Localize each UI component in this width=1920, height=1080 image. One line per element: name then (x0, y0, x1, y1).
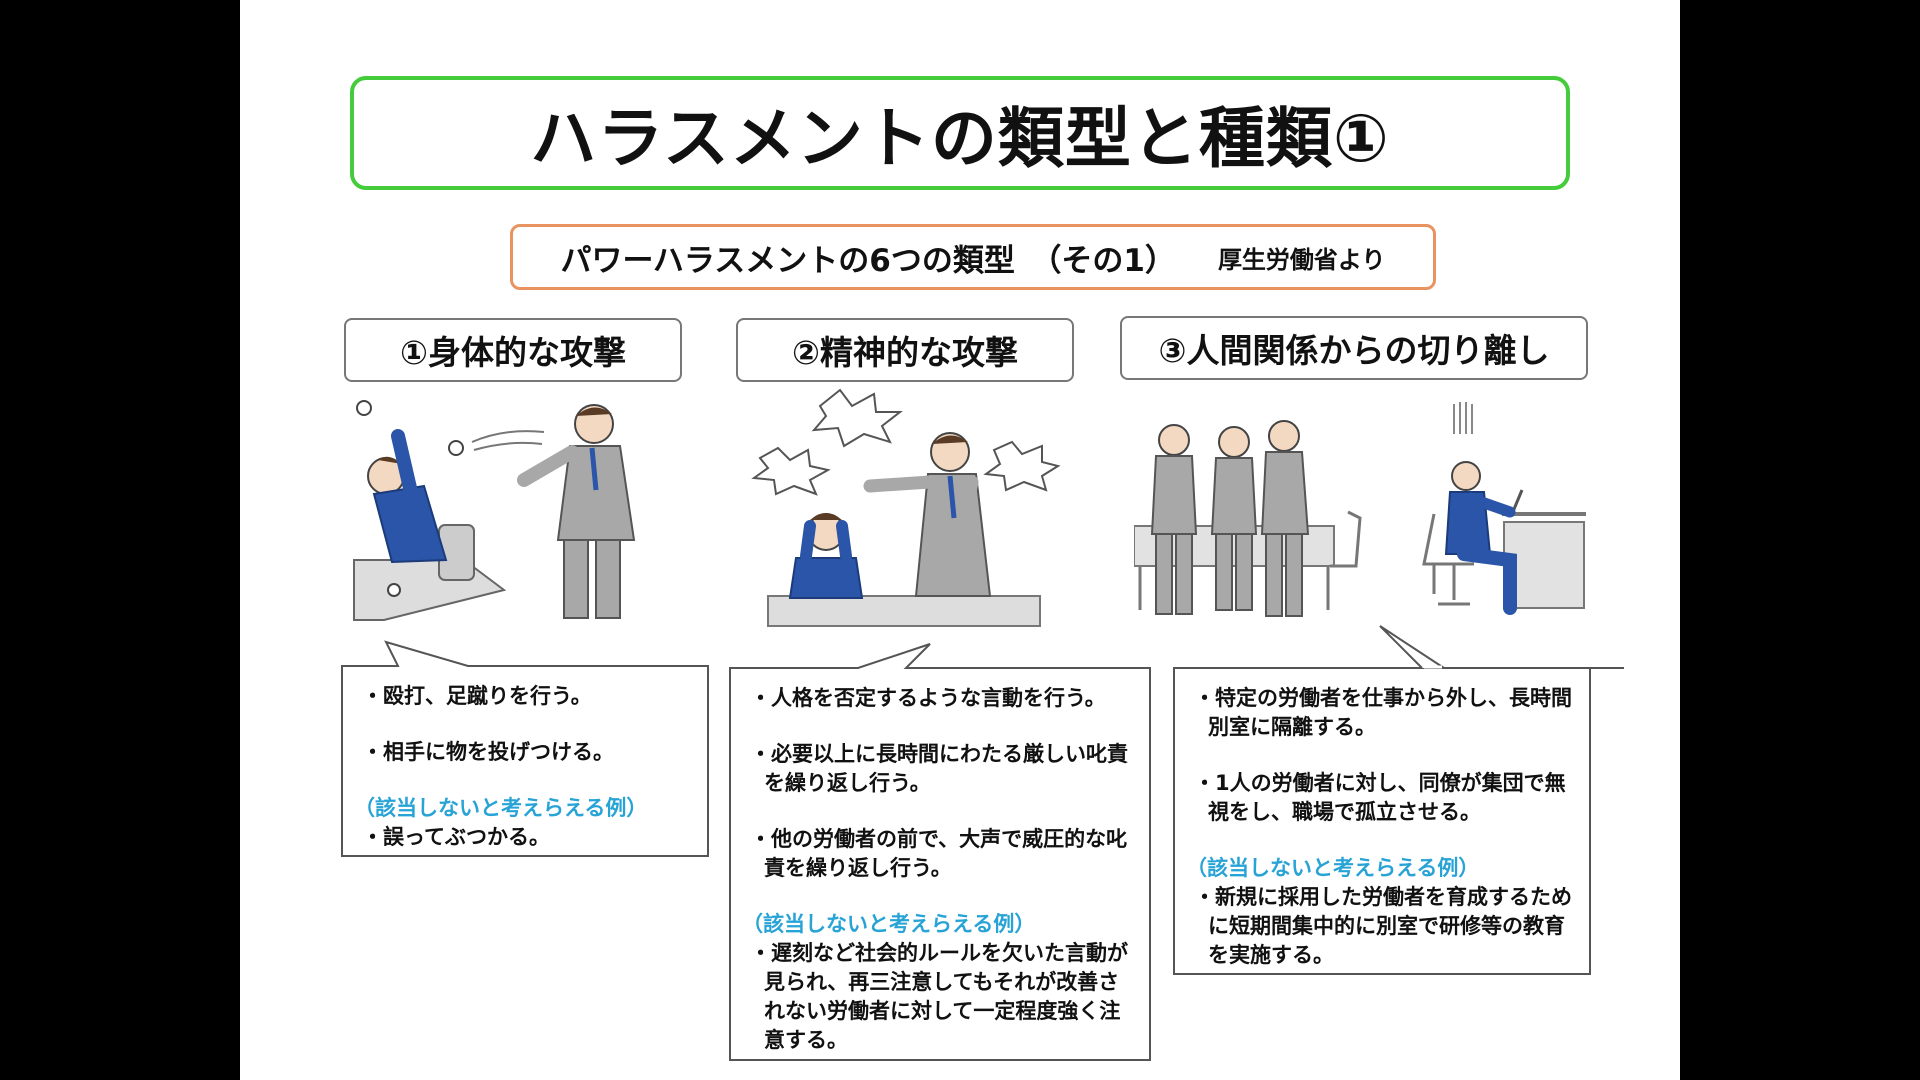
isolation-illustration (1134, 402, 1586, 617)
desk-icon (767, 595, 1041, 627)
example-item: ・1人の労働者に対し、同僚が集団で無視をし、職場で孤立させる。 (1194, 771, 1566, 824)
shout-burst-icon (751, 388, 1061, 496)
callout-isolation: ・特定の労働者を仕事から外し、長時間別室に隔離する。 ・1人の労働者に対し、同僚… (1172, 624, 1624, 976)
desk-icon (353, 559, 507, 621)
category-heading-physical: ①身体的な攻撃 (344, 318, 682, 382)
not-applicable-heading: （該当しないと考えらえる例） (354, 796, 648, 820)
aggressor-person-icon (517, 404, 636, 619)
callout-physical: ・殴打、足蹴りを行う。 ・相手に物を投げつける。 （該当しないと考えらえる例） … (340, 640, 710, 860)
example-item: ・人格を否定するような言動を行う。 (750, 686, 1106, 710)
victim-person-icon (788, 513, 864, 599)
example-item: ・殴打、足蹴りを行う。 (362, 684, 592, 708)
aggressor-person-icon (863, 432, 992, 597)
example-item: ・特定の労働者を仕事から外し、長時間別室に隔離する。 (1194, 686, 1572, 739)
slide: ハラスメントの類型と種類① パワーハラスメントの6つの類型 （その1） 厚生労働… (240, 0, 1680, 1080)
callout-content: ・殴打、足蹴りを行う。 ・相手に物を投げつける。 （該当しないと考えらえる例） … (340, 670, 710, 864)
isolated-worker-icon (1434, 402, 1586, 615)
subtitle-source: 厚生労働省より (1217, 245, 1386, 274)
not-applicable-item: ・遅刻など社会的ルールを欠いた言動が見られ、再三注意してもそれが改善されない労働… (750, 941, 1128, 1052)
example-item: ・他の労働者の前で、大声で威圧的な叱責を繰り返し行う。 (750, 827, 1128, 880)
victim-person-icon (367, 429, 448, 564)
not-applicable-heading: （該当しないと考えらえる例） (742, 912, 1036, 936)
example-item: ・必要以上に長時間にわたる厳しい叱責を繰り返し行う。 (750, 742, 1128, 795)
example-item: ・相手に物を投げつける。 (362, 740, 614, 764)
callout-mental: ・人格を否定するような言動を行う。 ・必要以上に長時間にわたる厳しい叱責を繰り返… (728, 642, 1152, 1062)
not-applicable-item: ・新規に採用した労働者を育成するために短期間集中的に別室で研修等の教育を実施する… (1194, 885, 1572, 967)
subtitle-main: パワーハラスメントの6つの類型 （その1） (560, 242, 1176, 279)
chair-icon (1330, 510, 1446, 594)
not-applicable-heading: （該当しないと考えらえる例） (1186, 856, 1480, 880)
physical-attack-illustration (353, 400, 636, 621)
group-of-coworkers-icon (1150, 420, 1310, 617)
callout-content: ・特定の労働者を仕事から外し、長時間別室に隔離する。 ・1人の労働者に対し、同僚… (1172, 672, 1592, 982)
subtitle-box: パワーハラスメントの6つの類型 （その1） 厚生労働省より (510, 224, 1436, 290)
page-title: ハラスメントの類型と種類① (530, 100, 1390, 177)
mental-attack-illustration (751, 388, 1061, 627)
callout-content: ・人格を否定するような言動を行う。 ・必要以上に長時間にわたる厳しい叱責を繰り返… (728, 672, 1152, 1067)
title-box: ハラスメントの類型と種類① (350, 76, 1570, 190)
category-heading-mental: ②精神的な攻撃 (736, 318, 1074, 382)
thrown-object-icon (356, 400, 545, 597)
not-applicable-item: ・誤ってぶつかる。 (362, 825, 550, 849)
category-heading-isolation: ③人間関係からの切り離し (1120, 316, 1588, 380)
